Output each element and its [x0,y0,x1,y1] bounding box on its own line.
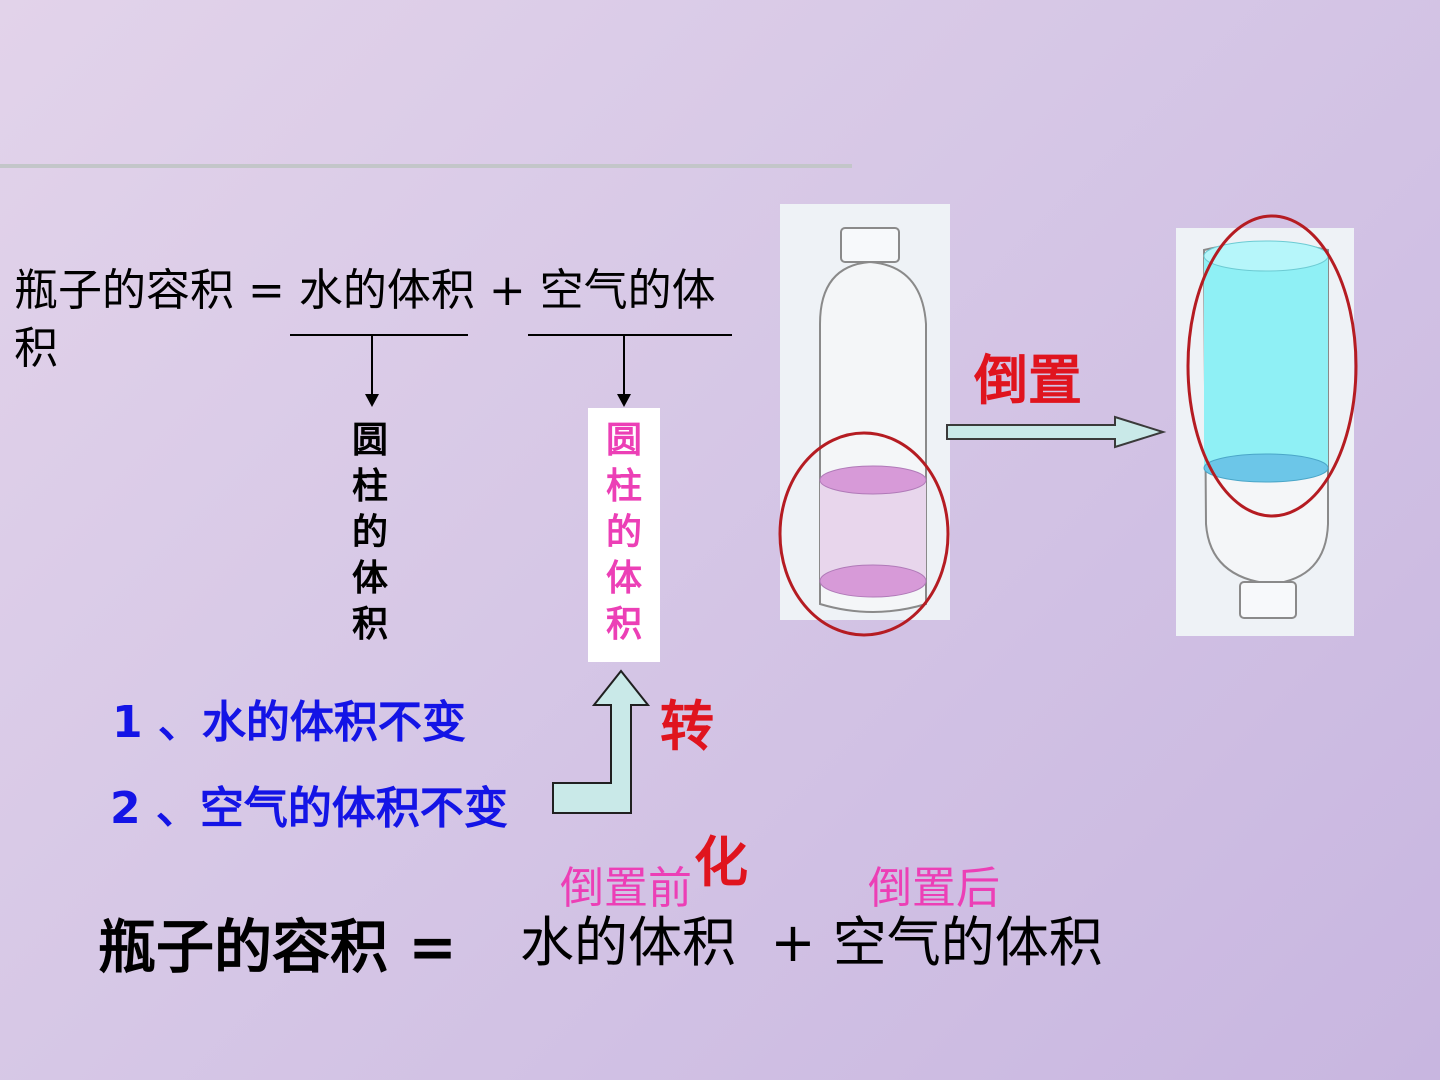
cylinder-volume-box [588,408,660,662]
water-highlight-circle [778,431,950,637]
label-after-invert: 倒置后 [868,863,1000,914]
air-volume-connector [623,336,625,396]
cylinder-volume-label-pink: 圆 柱 的 体 积 [605,420,642,645]
cylinder-volume-label-black: 圆 柱 的 体 积 [351,420,388,645]
formula-bottom-right: 水的体积 + 空气的体积 [520,911,1103,974]
formula-bottom-left: 瓶子的容积 = [98,913,457,981]
transform-char-2: 化 [694,831,748,894]
note-air-unchanged: 2 、空气的体积不变 [110,783,508,834]
water-volume-arrowhead [365,394,379,407]
label-before-invert: 倒置前 [560,863,692,914]
header-divider [0,164,852,168]
upright-bottle-icon [819,227,927,613]
air-volume-arrowhead [617,394,631,407]
water-volume-connector [371,336,373,396]
transform-char-1: 转 [660,695,714,758]
invert-label: 倒置 [974,349,1082,412]
water-highlight-circle-inverted [1186,214,1358,518]
air-volume-underline [528,334,732,336]
transform-arrow-icon [552,669,651,814]
note-water-unchanged: 1 、水的体积不变 [112,697,466,748]
water-volume-underline [290,334,468,336]
formula-top: 瓶子的容积 = 水的体积 + 空气的体积 [14,265,716,374]
invert-arrow-icon [946,415,1167,449]
